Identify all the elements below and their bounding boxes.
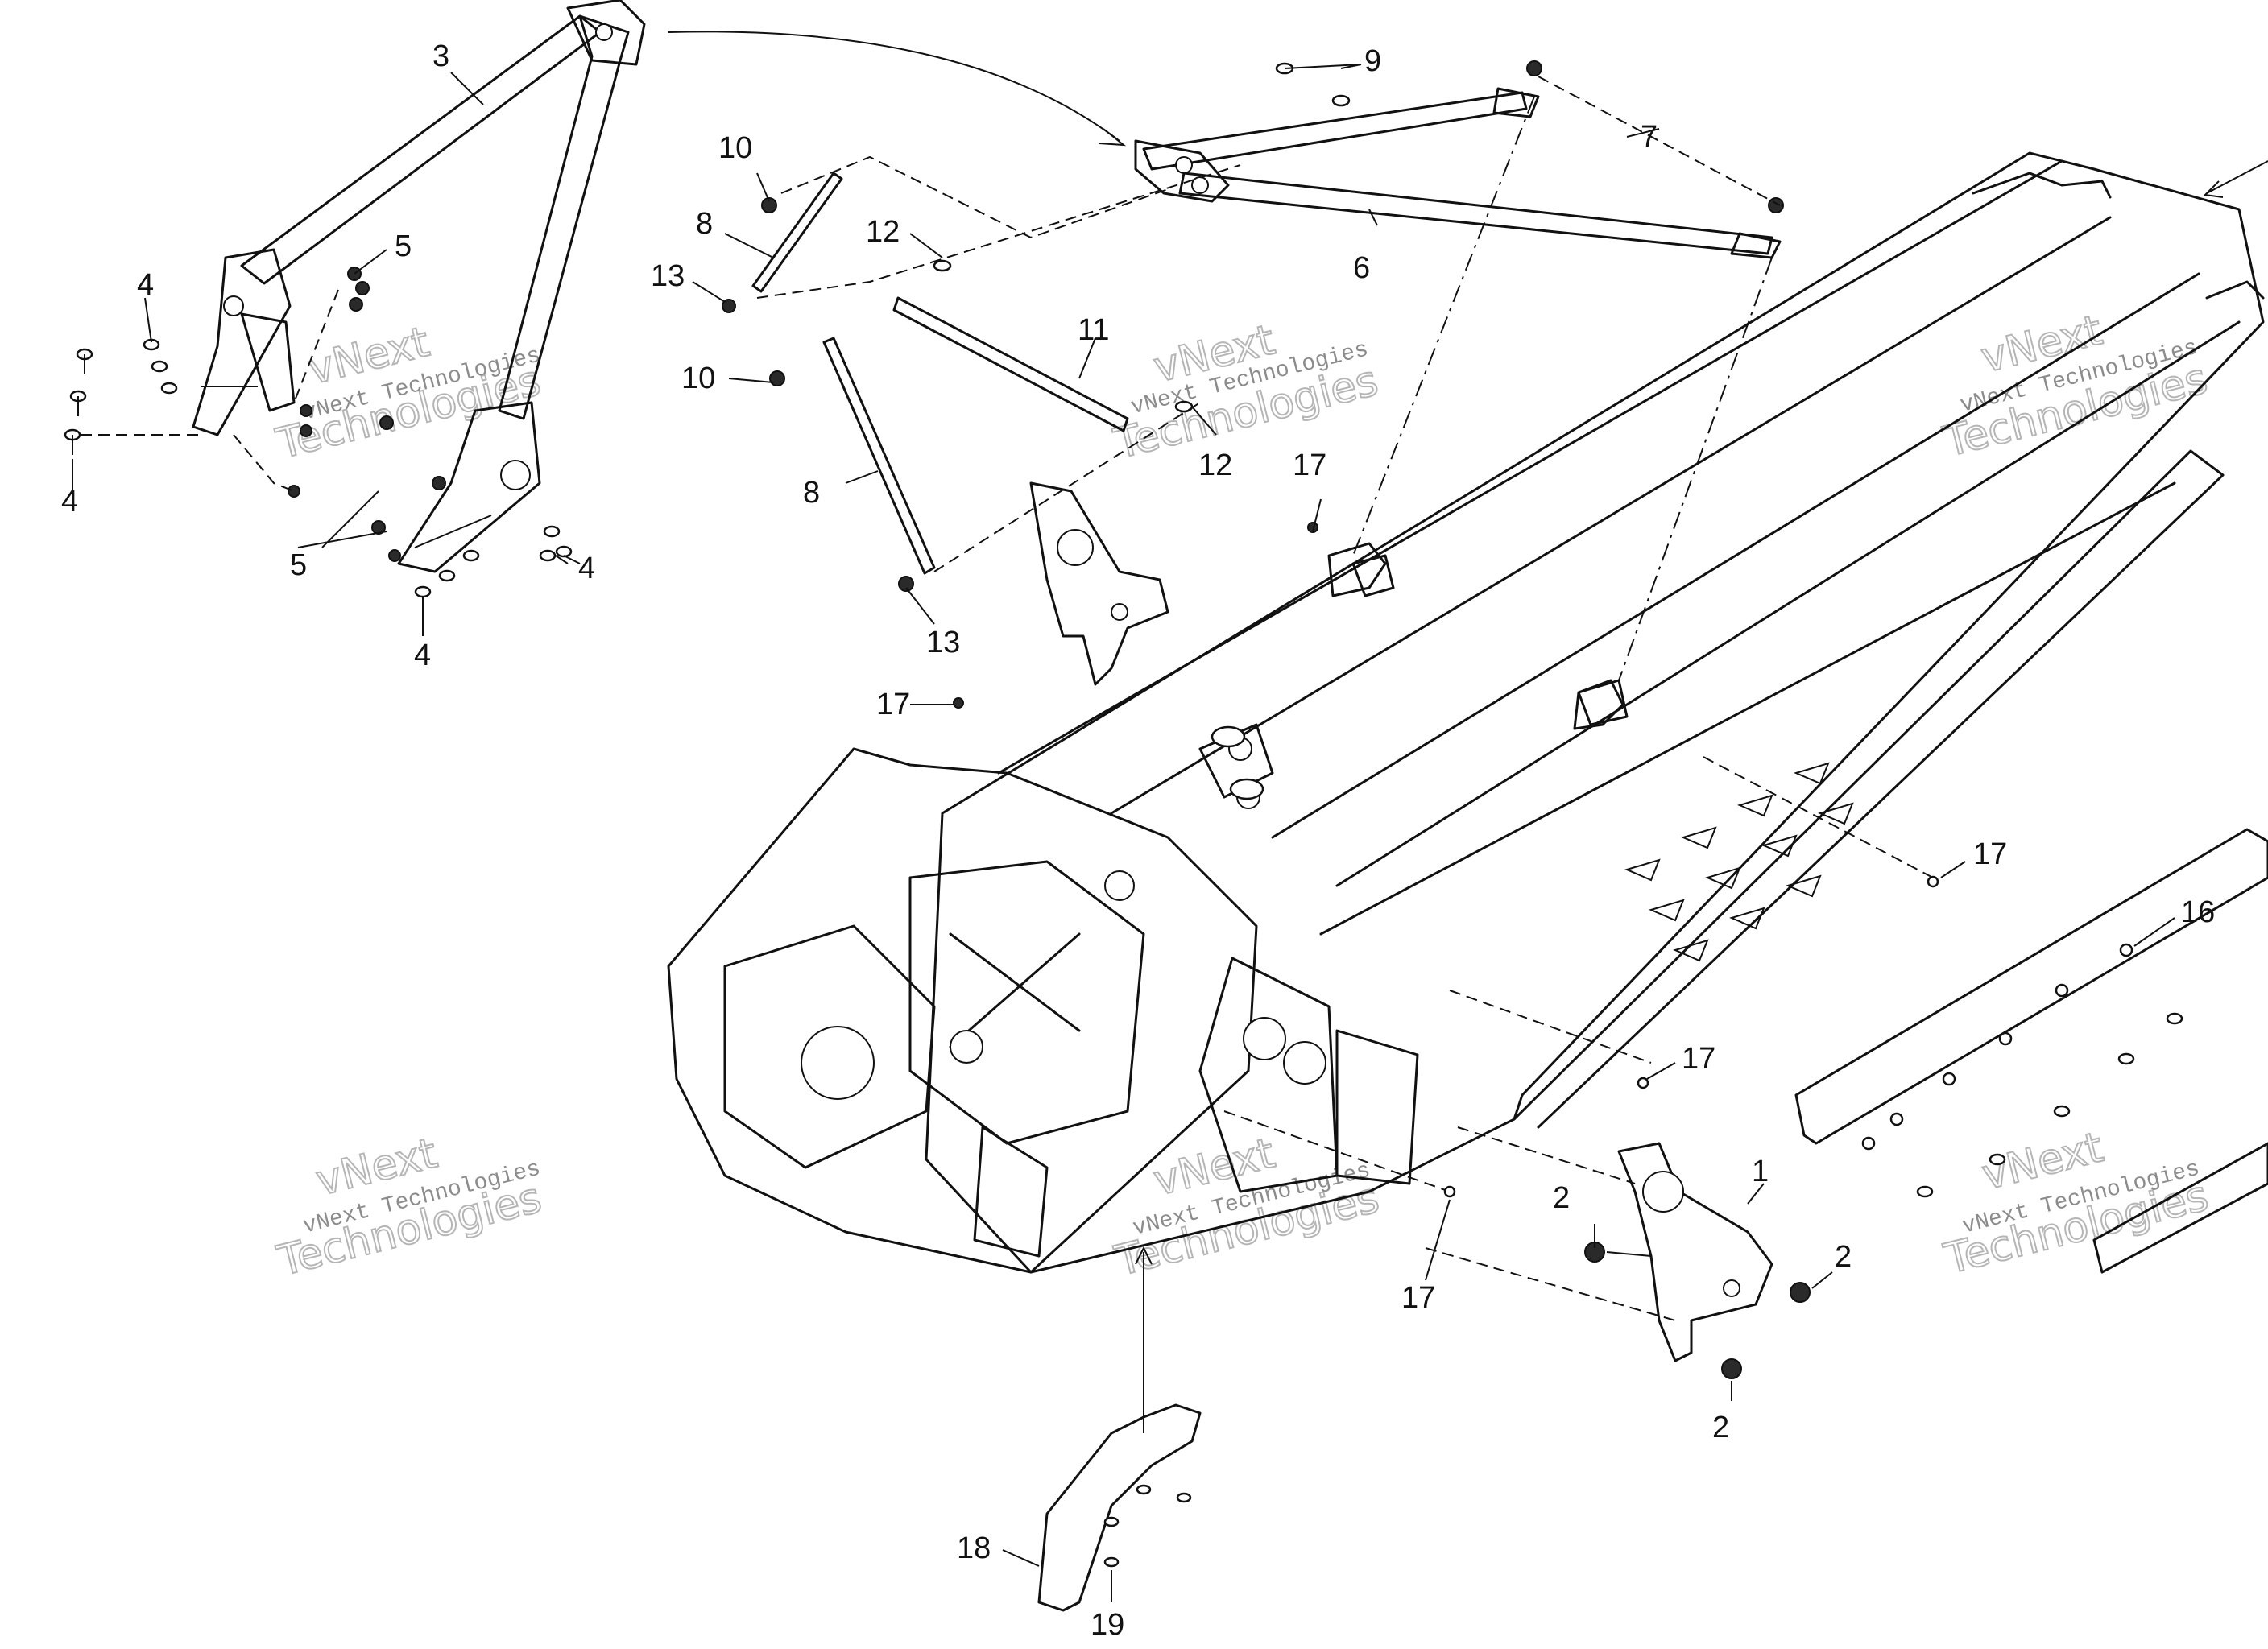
- brace-to-tunnel-line-b: [1618, 257, 1773, 681]
- part-2-arrow: [1606, 1251, 1652, 1257]
- assembly-arrow-a: [668, 31, 1120, 142]
- callout-2-right: 2: [1835, 1240, 1852, 1274]
- callout-10-mid: 10: [681, 362, 715, 395]
- callout-4-bottom: 4: [414, 639, 431, 672]
- rod-alignment-line-b: [756, 164, 1241, 299]
- callout-7: 7: [1641, 120, 1658, 154]
- watermark-bottom-left: vNext Technologies vNext Technologies: [271, 1128, 547, 1287]
- callout-2-bottom: 2: [1712, 1411, 1729, 1444]
- callout-17-bottom: 17: [1401, 1281, 1435, 1315]
- callout-3: 3: [432, 39, 449, 73]
- watermark-bottom-center: vNext Technologies vNext Technologies: [1109, 1128, 1384, 1287]
- callout-4-top: 4: [137, 268, 154, 302]
- part-17-line-a: [1703, 756, 1934, 878]
- watermark-bottom-right: vNext Technologies vNext Technologies: [1939, 1122, 2214, 1284]
- callout-2-left: 2: [1553, 1181, 1570, 1215]
- callout-16: 16: [2181, 895, 2215, 929]
- part-18-bumper: [1037, 1403, 1202, 1612]
- steering-bracket: [1029, 481, 1169, 686]
- callout-17-top: 17: [1293, 448, 1326, 482]
- offscreen-arrow: [2206, 160, 2268, 194]
- part-17-line-c: [1223, 1110, 1451, 1192]
- callout-12-top: 12: [866, 215, 900, 249]
- callout-19: 19: [1091, 1608, 1124, 1642]
- callout-1: 1: [1752, 1155, 1769, 1188]
- callout-13-mid: 13: [926, 626, 960, 659]
- part-17-fastener: [1637, 1077, 1649, 1089]
- part-3-a-frame: [192, 0, 646, 573]
- front-bulkhead: [667, 747, 1419, 1274]
- part-17-fastener: [1927, 875, 1939, 888]
- assembly-arrowhead-a: [1099, 128, 1127, 147]
- part-17-line-b: [1449, 990, 1652, 1064]
- tunnel-chassis: [925, 151, 2265, 1274]
- part-8-rod-upper: [722, 172, 843, 313]
- callout-11: 11: [1078, 313, 1109, 347]
- part-16-rail: [1794, 828, 2268, 1274]
- part-18-arrowhead: [1135, 1246, 1153, 1265]
- callout-labels: 3 9 7 10 8 12 13 6 5 4 4 5 4 4 10 11 12 …: [61, 39, 2215, 1642]
- part-8-rod-lower: [769, 337, 936, 592]
- brace-to-tunnel-line-a: [1352, 96, 1535, 556]
- callout-8-top: 8: [696, 207, 713, 241]
- callout-leaders: [72, 64, 2175, 1602]
- callout-4-right: 4: [578, 552, 595, 585]
- callout-8-mid: 8: [803, 476, 820, 510]
- callout-6: 6: [1353, 251, 1370, 285]
- tunnel-mounts: [1211, 542, 1624, 800]
- part-6-upper-brace: [1134, 87, 1782, 259]
- callout-17-left: 17: [876, 688, 910, 721]
- part-1-alignment-line: [1425, 1126, 1676, 1321]
- callout-18: 18: [957, 1531, 991, 1565]
- part-1-bracket: [1617, 1142, 1773, 1362]
- callout-12-mid: 12: [1198, 448, 1232, 482]
- part-2-nuts: [1584, 1242, 1811, 1379]
- part-7-leader-line: [1538, 76, 1781, 206]
- part-3-fasteners: [64, 267, 573, 598]
- callout-5-top: 5: [395, 229, 412, 263]
- callout-17-mid: 17: [1682, 1042, 1715, 1076]
- watermark-top-right: vNext Technologies vNext Technologies: [1938, 305, 2213, 467]
- part-17-fastener: [953, 697, 964, 709]
- offscreen-arrowhead: [2203, 180, 2224, 198]
- callout-4-left: 4: [61, 485, 78, 519]
- callout-9: 9: [1364, 44, 1381, 78]
- callout-10-top: 10: [718, 131, 752, 165]
- rod-alignment-line-a: [780, 155, 1169, 239]
- callout-17-right: 17: [1973, 837, 2007, 871]
- part-17-fastener: [1443, 1185, 1456, 1198]
- callout-5-bottom: 5: [290, 548, 307, 582]
- callout-13-top: 13: [651, 259, 685, 293]
